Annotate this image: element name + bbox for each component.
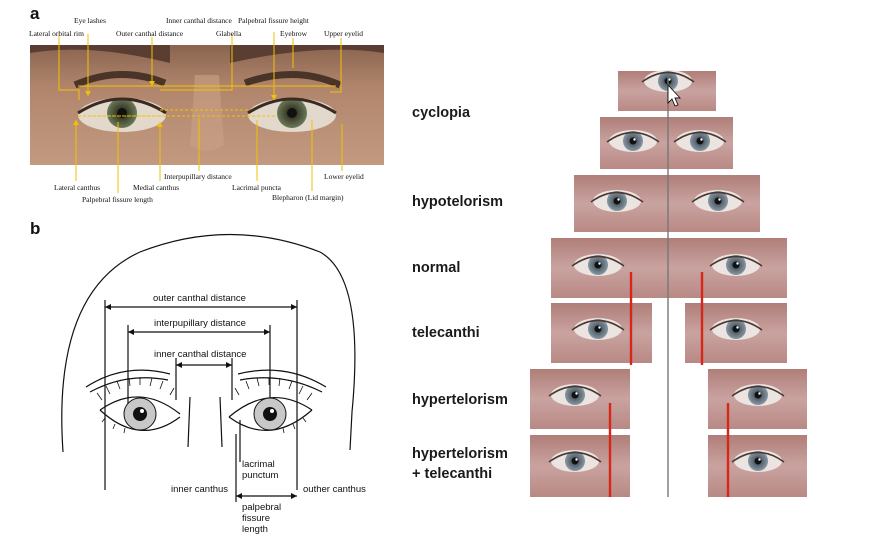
label-b-outher-canthus: outher canthus: [303, 484, 366, 495]
label-lateral-canthus: Lateral canthus: [54, 183, 101, 192]
row-label-normal: normal: [412, 260, 461, 276]
panel-a-annotation-arrows: [58, 32, 343, 193]
row-label-hypertelorism: hypertelorism: [412, 392, 508, 408]
label-outer-canthal-distance: Outer canthal distance: [116, 29, 184, 38]
label-b-length: length: [242, 524, 268, 535]
label-blepharon: Blepharon (Lid margin): [272, 193, 344, 202]
label-palpebral-fissure-height: Palpebral fissure height: [238, 16, 309, 25]
label-lower-eyelid: Lower eyelid: [324, 172, 364, 181]
row-label-hypertelorism-telecanthi-line2: + telecanthi: [412, 466, 493, 482]
label-lacrimal-puncta: Lacrimal puncta: [232, 183, 281, 192]
label-b-interpupillary-distance: interpupillary distance: [154, 318, 246, 329]
label-eyebrow: Eyebrow: [280, 29, 308, 38]
label-lateral-orbital-rim: Lateral orbital rim: [29, 29, 84, 38]
label-b-inner-canthal-distance: inner canthal distance: [154, 349, 247, 360]
panel-a-letter: a: [30, 4, 40, 23]
label-b-outer-canthal-distance: outer canthal distance: [153, 293, 246, 304]
panel-a-photo: [30, 45, 384, 165]
row-label-hypertelorism-telecanthi-line1: hypertelorism: [412, 446, 508, 462]
label-b-fissure: fissure: [242, 513, 270, 524]
label-palpebral-fissure-length: Palpebral fissure length: [82, 195, 153, 204]
row-label-cyclopia: cyclopia: [412, 105, 471, 121]
row-label-hypotelorism: hypotelorism: [412, 194, 504, 210]
label-b-palpebral: palpebral: [242, 502, 282, 513]
label-b-lacrimal: lacrimal: [242, 459, 275, 470]
panel-b-face-diagram: [61, 233, 356, 502]
label-upper-eyelid: Upper eyelid: [324, 29, 363, 38]
panel-b-letter: b: [30, 219, 41, 238]
label-glabella: Glabella: [216, 29, 242, 38]
label-b-inner-canthus: inner canthus: [171, 484, 229, 495]
row-label-telecanthi: telecanthi: [412, 325, 480, 341]
label-inner-canthal-distance: Inner canthal distance: [166, 16, 232, 25]
label-medial-canthus: Medial canthus: [133, 183, 180, 192]
panel-c-eye-spacing-figure: [530, 69, 807, 497]
label-b-punctum: punctum: [242, 470, 279, 481]
label-eye-lashes: Eye lashes: [74, 16, 106, 25]
label-interpupillary-distance: Interpupillary distance: [164, 172, 232, 181]
